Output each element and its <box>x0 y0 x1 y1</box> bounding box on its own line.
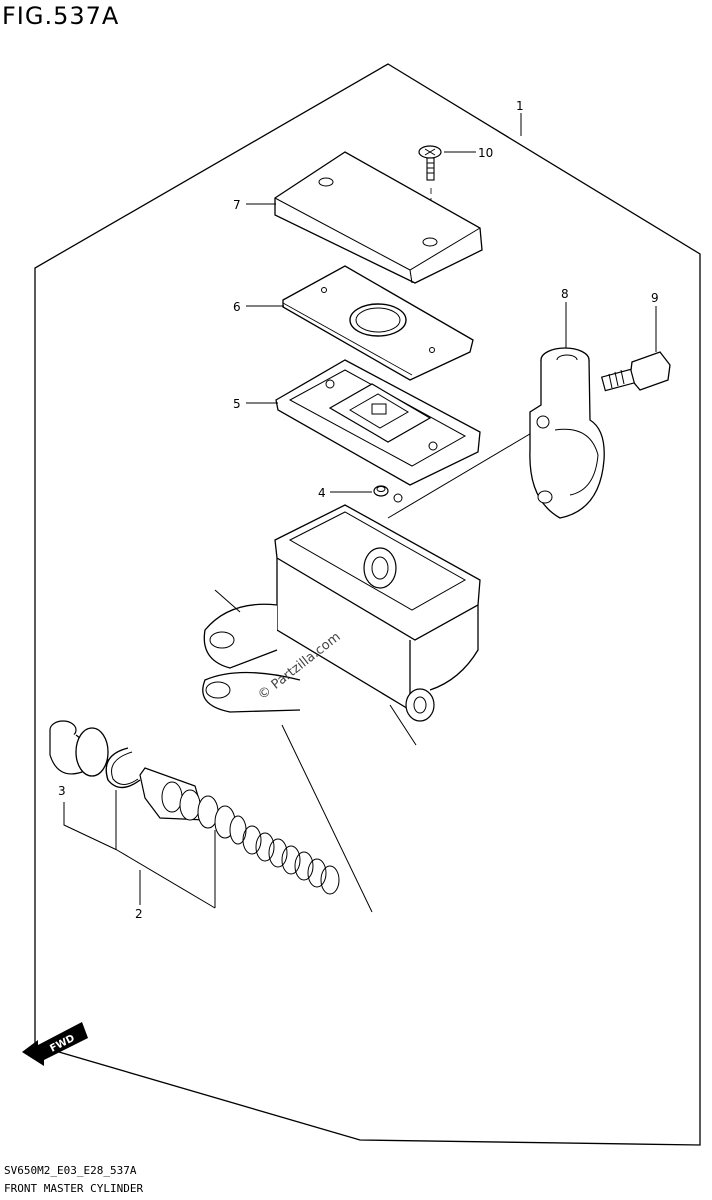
bolt-part-9[interactable] <box>600 351 671 392</box>
piston-cup-part-3[interactable] <box>49 720 110 777</box>
screw-part-10[interactable] <box>418 145 442 181</box>
callout-4[interactable]: 4 <box>318 486 326 500</box>
callout-6[interactable]: 6 <box>233 300 241 314</box>
leader-2 <box>116 849 216 909</box>
circlip[interactable] <box>105 747 141 789</box>
master-cylinder-body <box>202 504 481 746</box>
leader-3 <box>63 802 118 851</box>
callout-1[interactable]: 1 <box>516 99 524 113</box>
callout-7[interactable]: 7 <box>233 198 241 212</box>
callout-3[interactable]: 3 <box>58 784 66 798</box>
holder-part-8[interactable] <box>529 347 605 519</box>
figure-code: SV650M2_E03_E28_537A <box>4 1164 137 1177</box>
callout-5[interactable]: 5 <box>233 397 241 411</box>
protector-part-4[interactable] <box>373 485 403 503</box>
figure-name: FRONT MASTER CYLINDER <box>4 1182 144 1195</box>
diaphragm-part-5[interactable] <box>275 359 481 486</box>
callout-2[interactable]: 2 <box>135 907 143 921</box>
callout-9[interactable]: 9 <box>651 291 659 305</box>
spring[interactable] <box>242 825 340 895</box>
assembly-boundary <box>34 63 701 1146</box>
figure-title: FIG.537A <box>2 2 120 30</box>
callout-10[interactable]: 10 <box>478 146 493 160</box>
plate-part-6[interactable] <box>282 265 474 381</box>
callout-8[interactable]: 8 <box>561 287 569 301</box>
piston-assembly[interactable] <box>139 767 247 845</box>
forward-arrow-icon: FWD <box>22 1022 88 1066</box>
reservoir-cap-part-7[interactable] <box>274 151 483 284</box>
